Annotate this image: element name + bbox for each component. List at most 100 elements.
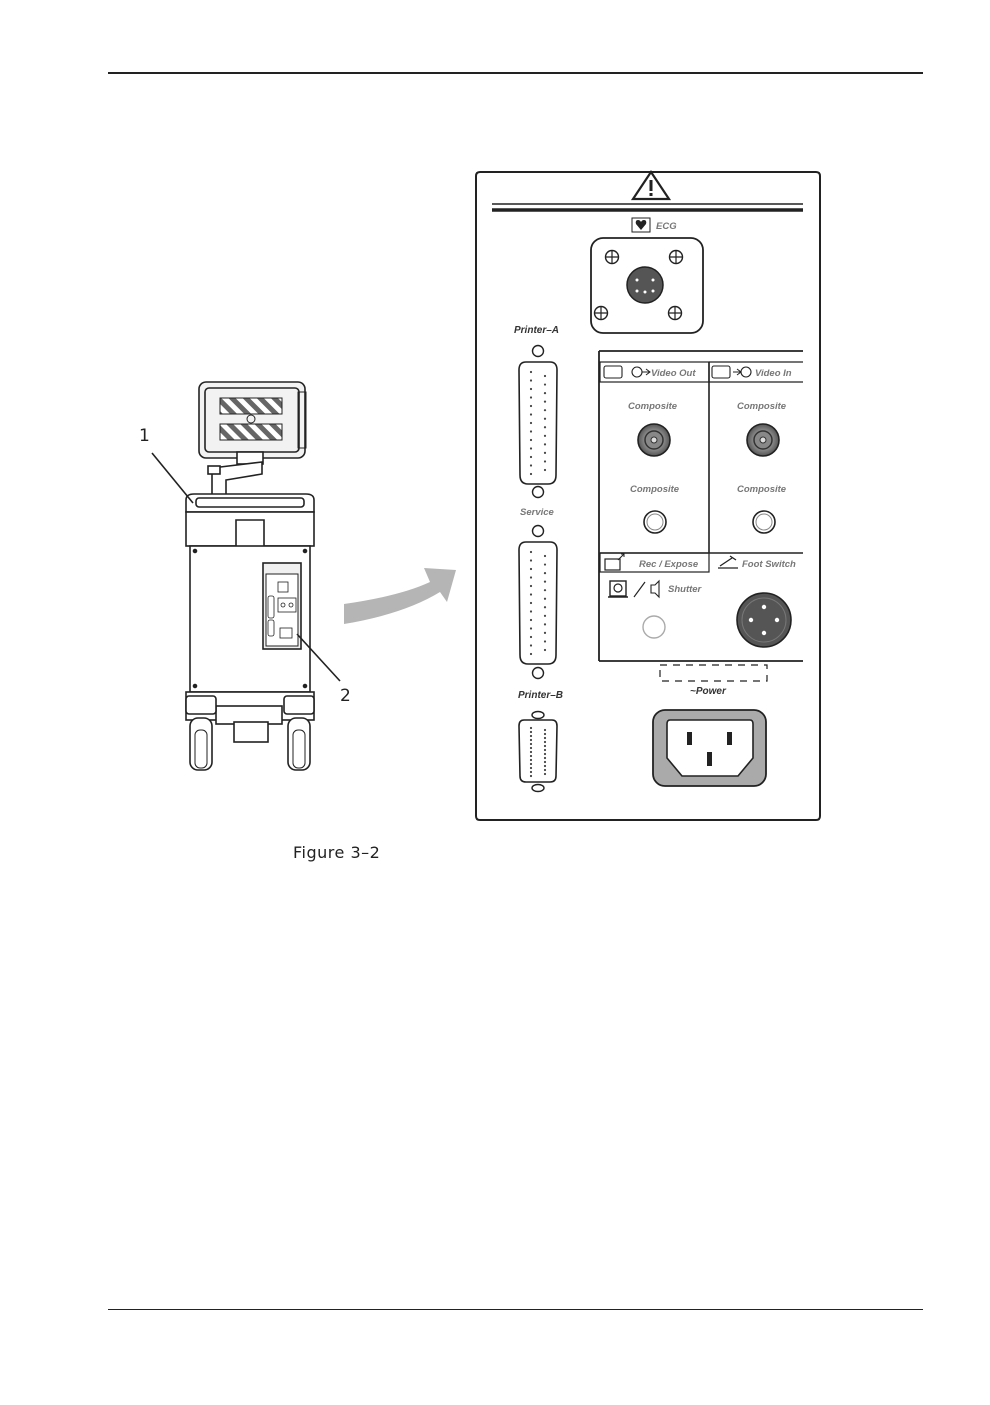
connector-pin	[544, 409, 546, 411]
connector-pin	[530, 644, 532, 646]
connector-pin	[530, 627, 532, 629]
connector-pin	[530, 422, 532, 424]
connector-panel: ECG Printer–A Service	[476, 172, 820, 820]
connector-pin	[544, 773, 546, 775]
connector-pin	[530, 759, 532, 761]
shutter-label: Shutter	[668, 584, 703, 595]
connector-pin	[544, 375, 546, 377]
service-connector[interactable]	[519, 526, 557, 679]
connector-pin	[544, 589, 546, 591]
printer-a-label: Printer–A	[514, 325, 559, 336]
connector-pin	[544, 563, 546, 565]
connector-pin	[530, 775, 532, 777]
connector-pin	[544, 640, 546, 642]
callout-1: 1	[139, 426, 150, 446]
printer-a-connector[interactable]	[519, 346, 557, 498]
connector-pin	[530, 743, 532, 745]
connector-pin	[530, 559, 532, 561]
connector-pin	[530, 388, 532, 390]
monitor-icon-2	[712, 366, 730, 378]
connector-pin	[530, 430, 532, 432]
monitor-icon	[604, 366, 622, 378]
connector-pin	[544, 615, 546, 617]
connector-pin	[530, 763, 532, 765]
connector-pin	[530, 405, 532, 407]
rec-expose-label: Rec / Expose	[639, 559, 699, 570]
figure-caption: Figure 3–2	[293, 843, 380, 862]
callout-1-leader	[152, 453, 193, 503]
connector-pin	[544, 729, 546, 731]
connector-pin	[530, 727, 532, 729]
foot-switch-connector[interactable]	[737, 593, 791, 647]
connector-pin	[544, 769, 546, 771]
connector-pin	[544, 632, 546, 634]
connector-pin	[544, 745, 546, 747]
connector-pin	[530, 551, 532, 553]
ecg-label: ECG	[656, 221, 677, 232]
connector-pin	[544, 572, 546, 574]
connector-pin	[544, 460, 546, 462]
ecg-heart-icon	[632, 218, 650, 232]
connector-pin	[530, 619, 532, 621]
connector-pin	[544, 443, 546, 445]
connector-pin	[530, 396, 532, 398]
connector-pin	[544, 737, 546, 739]
connector-pin	[544, 401, 546, 403]
connector-pin	[544, 469, 546, 471]
connector-pin	[544, 606, 546, 608]
connector-pin	[544, 749, 546, 751]
printer-b-connector[interactable]	[519, 712, 557, 792]
connector-pin	[544, 623, 546, 625]
video-out-label: Video Out	[651, 368, 696, 379]
video-in-bnc-connector[interactable]	[747, 424, 779, 456]
callout-2: 2	[340, 686, 351, 706]
connector-pin	[544, 418, 546, 420]
power-label: ~Power	[690, 686, 727, 697]
video-in-rca-jack[interactable]	[753, 511, 775, 533]
video-out-bnc-connector[interactable]	[638, 424, 670, 456]
connector-pin	[544, 392, 546, 394]
video-out-rca-jack[interactable]	[644, 511, 666, 533]
connector-pin	[530, 653, 532, 655]
ultrasound-cart	[186, 382, 314, 770]
connector-pin	[530, 371, 532, 373]
connector-pin	[530, 585, 532, 587]
service-label: Service	[520, 507, 555, 518]
connector-pin	[530, 747, 532, 749]
connector-pin	[544, 426, 546, 428]
connector-pin	[544, 765, 546, 767]
connector-pin	[530, 636, 532, 638]
connector-pin	[544, 649, 546, 651]
connector-pin	[530, 413, 532, 415]
ecg-connector[interactable]	[591, 238, 703, 333]
connector-pin	[544, 452, 546, 454]
connector-pin	[530, 771, 532, 773]
connector-pin	[530, 576, 532, 578]
foot-switch-label: Foot Switch	[742, 559, 796, 570]
connector-pin	[530, 767, 532, 769]
connector-pin	[544, 753, 546, 755]
power-inlet-connector[interactable]	[653, 710, 766, 786]
connector-pin	[544, 435, 546, 437]
connector-pin	[544, 555, 546, 557]
connector-pin	[544, 581, 546, 583]
connector-pin	[530, 755, 532, 757]
connector-pin	[530, 735, 532, 737]
printer-b-label: Printer–B	[518, 690, 563, 701]
shutter-jack[interactable]	[643, 616, 665, 638]
connector-pin	[530, 739, 532, 741]
connector-pin	[544, 757, 546, 759]
connector-pin	[530, 379, 532, 381]
video-in-composite-1-label: Composite	[737, 401, 787, 412]
connector-pin	[544, 598, 546, 600]
connector-pin	[530, 464, 532, 466]
video-out-composite-2-label: Composite	[630, 484, 680, 495]
connector-pin	[544, 383, 546, 385]
connector-pin	[530, 610, 532, 612]
connector-pin	[530, 568, 532, 570]
connector-pin	[530, 602, 532, 604]
video-in-composite-2-label: Composite	[737, 484, 787, 495]
connector-pin	[530, 447, 532, 449]
connector-pin	[544, 761, 546, 763]
